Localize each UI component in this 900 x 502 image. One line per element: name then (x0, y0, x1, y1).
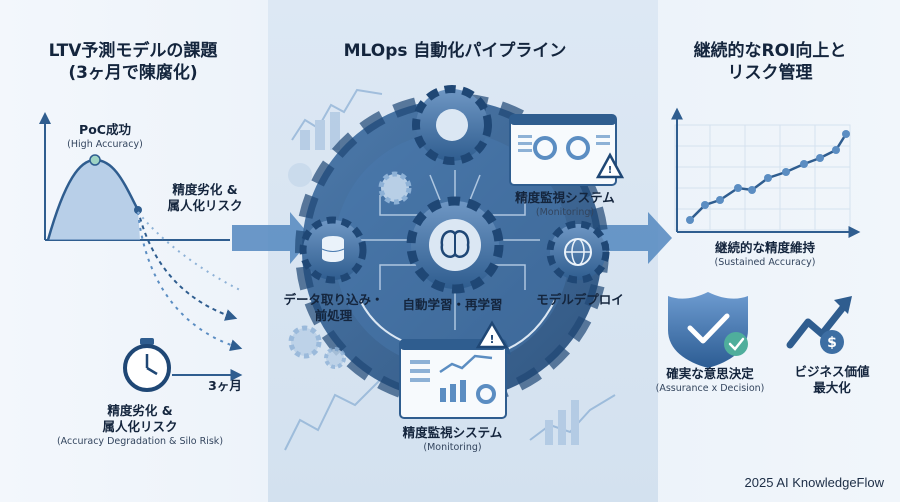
warning-icon (475, 320, 509, 349)
poc-decline-chart (39, 112, 243, 351)
bottom-label-line2: 属人化リスク (102, 419, 178, 434)
center-title: MLOps 自動化パイプライン (343, 41, 567, 61)
sustained-sub: (Sustained Accuracy) (714, 257, 816, 268)
svg-text:!: ! (489, 333, 494, 346)
value-label-line1: ビジネス価値 (794, 364, 870, 379)
decision-sub: (Assurance x Decision) (655, 383, 765, 394)
small-gear-icon (324, 347, 346, 369)
monitor-bottom-window: ! (399, 320, 509, 419)
warning-icon (595, 152, 625, 179)
footer-credit: 2025 AI KnowledgeFlow (744, 475, 884, 490)
deploy-label: モデルデプロイ (536, 292, 624, 307)
retrain-label: 自動学習・再学習 (402, 297, 503, 312)
bottom-label-line1: 精度劣化 & (107, 403, 173, 418)
left-title-line2: (3ヶ月で陳腐化) (68, 63, 198, 83)
monitor-top-label: 精度監視システム (515, 190, 615, 205)
center-to-right-arrow (598, 212, 672, 264)
degrade-label-line2: 属人化リスク (167, 198, 243, 213)
right-title-line1: 継続的なROI向上と (693, 41, 847, 61)
monitor-top-sub: (Monitoring) (535, 207, 595, 218)
monitor-bottom-sub: (Monitoring) (423, 442, 482, 453)
months-label: 3ヶ月 (208, 378, 242, 393)
monitor-bottom-label: 精度監視システム (402, 425, 503, 440)
ingest-label-line2: 前処理 (314, 308, 353, 323)
small-gear-icon (288, 325, 322, 359)
decision-label: 確実な意思決定 (666, 366, 754, 381)
center-bg-charts (284, 88, 616, 451)
sustained-accuracy-chart (671, 107, 861, 238)
poc-sub: (High Accuracy) (67, 139, 143, 150)
svg-text:$: $ (827, 335, 837, 351)
brain-gear-icon (406, 196, 504, 294)
shield-check-icon (668, 292, 748, 368)
small-gear-icon (378, 171, 412, 205)
right-title-line2: リスク管理 (727, 63, 813, 83)
bottom-sub: (Accuracy Degradation & Silo Risk) (56, 436, 224, 447)
value-label-line2: 最大化 (813, 380, 851, 395)
database-gear-icon (299, 216, 367, 284)
growth-arrow-icon: $ (786, 296, 852, 354)
ingest-label-line1: データ取り込み・ (283, 292, 384, 307)
top-gear-icon (412, 85, 492, 165)
left-title-line1: LTV予測モデルの課題 (48, 41, 218, 61)
left-to-center-arrow (232, 212, 312, 264)
monitor-top-window: ! (509, 114, 625, 186)
degrade-label-line1: 精度劣化 & (172, 182, 238, 197)
stopwatch-icon (123, 338, 243, 392)
poc-label: PoC成功 (79, 122, 131, 137)
circuit-lines (360, 170, 540, 330)
sustained-label: 継続的な精度維持 (714, 240, 815, 255)
svg-text:!: ! (608, 165, 613, 176)
globe-gear-icon (546, 220, 610, 284)
